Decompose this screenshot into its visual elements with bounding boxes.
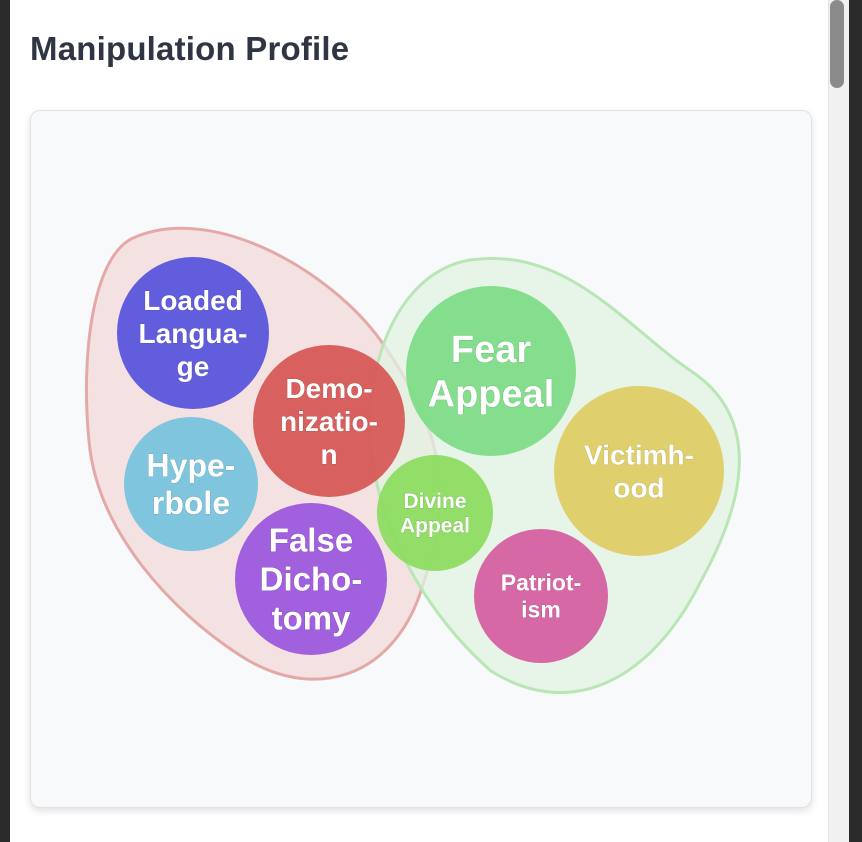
bubble-circle <box>253 345 405 497</box>
bubble-label-line: Appeal <box>428 374 555 416</box>
bubble-label-line: nizatio- <box>280 406 378 437</box>
bubble-victimhood[interactable]: Victimh-ood <box>554 386 724 556</box>
bubble-label-line: Divine <box>403 490 466 513</box>
bubble-label-line: Appeal <box>400 515 470 538</box>
bubble-label-line: Loaded <box>143 285 243 316</box>
bubble-patriotism[interactable]: Patriot-ism <box>474 529 608 663</box>
bubble-label-line: Victimh- <box>584 439 694 470</box>
bubble-label-line: Hype- <box>147 447 236 483</box>
bubble-label-line: Langua- <box>139 318 248 349</box>
bubble-label-line: tomy <box>272 599 351 636</box>
bubble-hyperbole[interactable]: Hype-rbole <box>124 417 258 551</box>
bubble-circle <box>474 529 608 663</box>
bubble-circle <box>124 417 258 551</box>
bubble-diagram: LoadedLangua-geDemo-nizatio-nHype-rboleF… <box>84 226 741 694</box>
bubble-label-line: Dicho- <box>260 561 363 598</box>
bubble-label-line: Fear <box>451 329 531 371</box>
bubble-label-line: rbole <box>152 485 230 521</box>
bubble-demonization[interactable]: Demo-nizatio-n <box>253 345 405 497</box>
bubble-circle <box>117 257 269 409</box>
bubble-label-line: Demo- <box>285 373 372 404</box>
bubble-label-line: ood <box>613 472 664 503</box>
vertical-scrollbar[interactable] <box>828 0 849 842</box>
bubble-label-line: Patriot- <box>501 569 582 595</box>
bubble-label-line: ge <box>177 351 210 382</box>
bubble-label-line: False <box>269 522 353 559</box>
page-title: Manipulation Profile <box>30 30 350 67</box>
bubble-label-line: n <box>320 439 337 470</box>
bubble-label-line: ism <box>521 597 561 623</box>
bubble-circle <box>554 386 724 556</box>
bubble-circle <box>406 286 576 456</box>
bubble-circle <box>377 455 493 571</box>
bubble-circle <box>235 503 387 655</box>
scrollbar-thumb[interactable] <box>830 0 844 88</box>
